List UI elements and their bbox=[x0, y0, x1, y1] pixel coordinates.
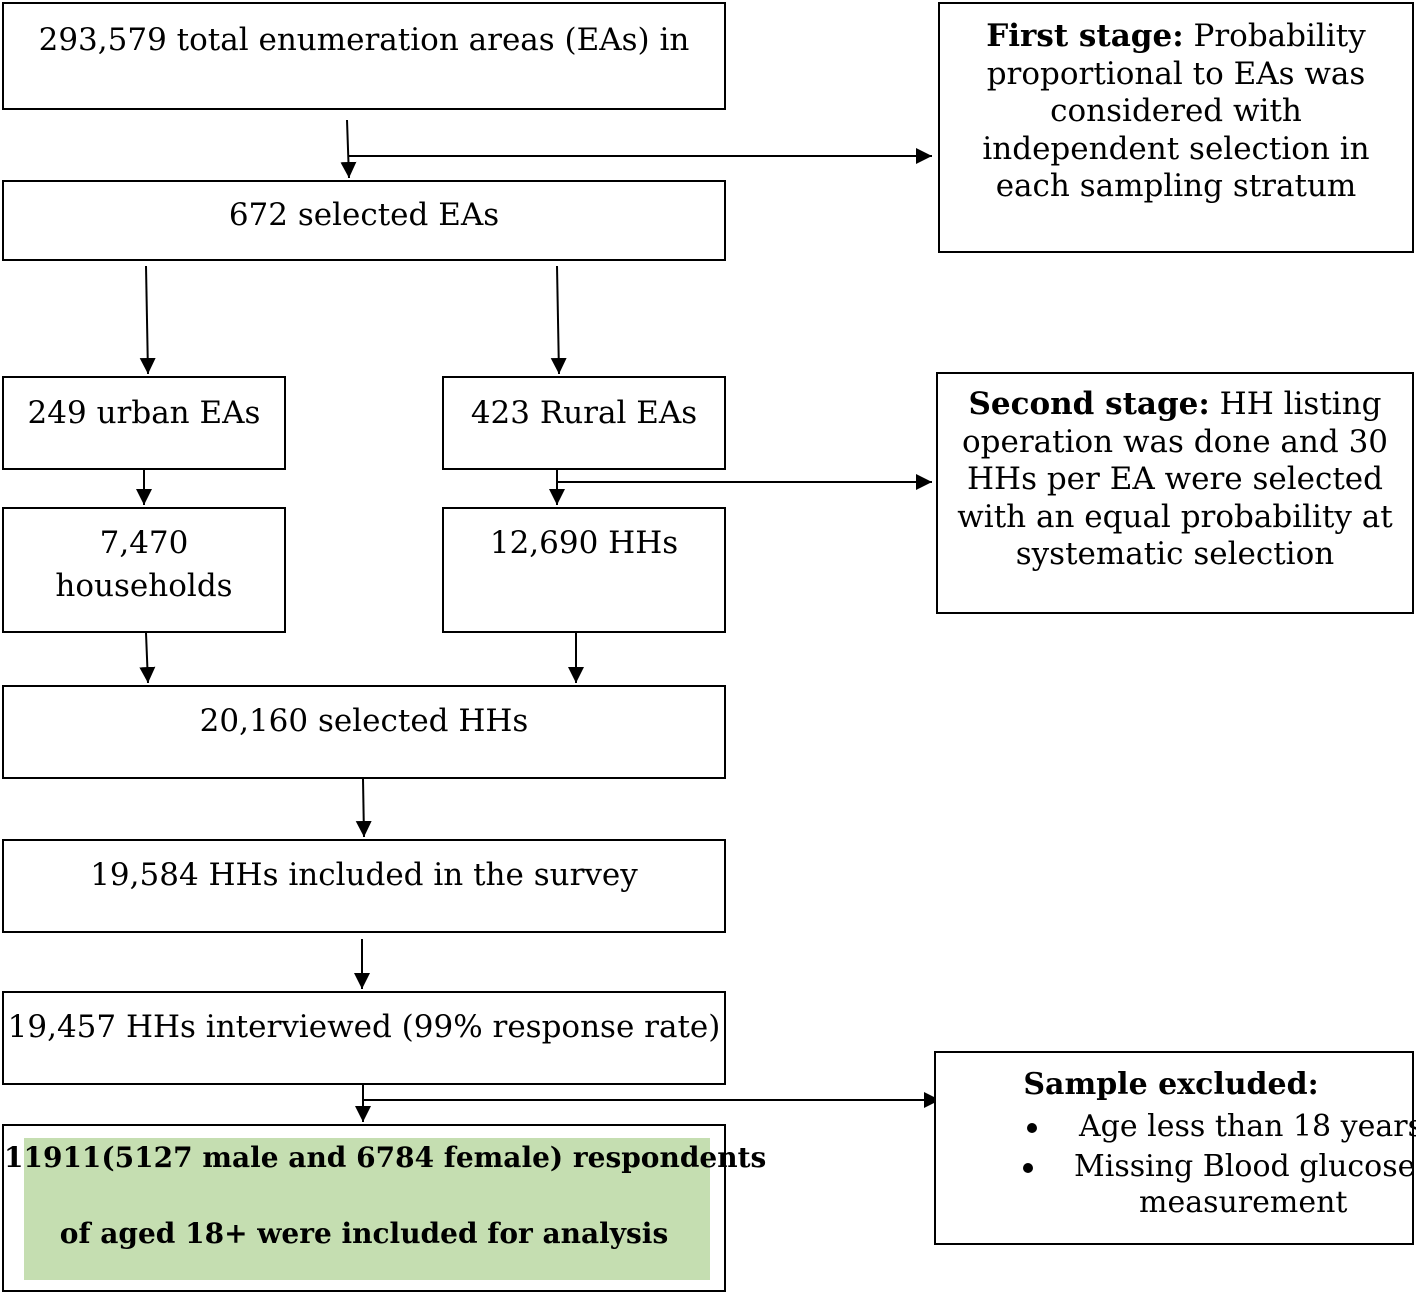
first-stage-line1: First stage: Probability bbox=[940, 18, 1412, 56]
rural-eas-box: 423 Rural EAs bbox=[442, 376, 726, 470]
second-stage-box: Second stage: HH listing operation was d… bbox=[936, 372, 1414, 614]
excluded-item-glucose-cont: measurement bbox=[1139, 1185, 1348, 1220]
bullet-icon bbox=[1027, 1123, 1037, 1133]
rural-hhs-box: 12,690 HHs bbox=[442, 507, 726, 633]
final-sample-line1: 11911(5127 male and 6784 female) respond… bbox=[4, 1141, 767, 1174]
first-stage-line4: independent selection in bbox=[982, 131, 1370, 167]
sample-excluded-box: Sample excluded: Age less than 18 years … bbox=[934, 1051, 1416, 1245]
second-stage-line1: Second stage: HH listing bbox=[938, 386, 1412, 424]
excluded-item-age: Age less than 18 years bbox=[1079, 1109, 1416, 1144]
total-eas-box: 293,579 total enumeration areas (EAs) in bbox=[2, 2, 726, 110]
sample-excluded-title: Sample excluded: bbox=[1023, 1067, 1319, 1102]
selected-eas-box: 672 selected EAs bbox=[2, 180, 726, 261]
urban-households-count: 7,470 bbox=[99, 525, 189, 561]
first-stage-line3: considered with bbox=[1050, 93, 1302, 129]
second-stage-line3: HHs per EA were selected bbox=[967, 461, 1383, 497]
interviewed-hhs-box: 19,457 HHs interviewed (99% response rat… bbox=[2, 991, 726, 1085]
bullet-icon bbox=[1023, 1163, 1033, 1173]
second-stage-line5: systematic selection bbox=[1015, 536, 1335, 572]
second-stage-line4: with an equal probability at bbox=[957, 499, 1393, 535]
first-stage-label: First stage: bbox=[986, 18, 1184, 54]
arrow-total-to-selected bbox=[340, 119, 357, 179]
second-stage-label: Second stage: bbox=[968, 386, 1210, 422]
second-stage-line1-text: HH listing bbox=[1209, 386, 1382, 422]
first-stage-line5: each sampling stratum bbox=[995, 168, 1357, 204]
rural-eas-text: 423 Rural EAs bbox=[470, 395, 698, 431]
urban-households-box: 7,470 households bbox=[2, 507, 286, 633]
selected-hhs-text: 20,160 selected HHs bbox=[199, 703, 529, 739]
arrow-households-to-selected-hhs bbox=[139, 632, 156, 684]
urban-households-label: households bbox=[55, 568, 233, 604]
second-stage-line2: operation was done and 30 bbox=[961, 424, 1389, 460]
rural-hhs-text: 12,690 HHs bbox=[489, 525, 679, 561]
urban-eas-box: 249 urban EAs bbox=[2, 376, 286, 470]
first-stage-line1-text: Probability bbox=[1183, 18, 1366, 54]
total-eas-text: 293,579 total enumeration areas (EAs) in bbox=[38, 22, 690, 58]
first-stage-line2: proportional to EAs was bbox=[986, 56, 1366, 92]
included-hhs-text: 19,584 HHs included in the survey bbox=[90, 857, 638, 893]
first-stage-box: First stage: Probability proportional to… bbox=[938, 2, 1414, 253]
final-sample-box: 11911(5127 male and 6784 female) respond… bbox=[2, 1124, 767, 1292]
urban-eas-text: 249 urban EAs bbox=[27, 395, 261, 431]
selected-eas-text: 672 selected EAs bbox=[228, 197, 500, 233]
arrow-selected-to-urban bbox=[139, 265, 156, 375]
included-hhs-box: 19,584 HHs included in the survey bbox=[2, 839, 726, 933]
final-sample-line2: of aged 18+ were included for analysis bbox=[59, 1217, 669, 1250]
arrow-selected-hhs-to-included bbox=[355, 778, 372, 838]
interviewed-hhs-text: 19,457 HHs interviewed (99% response rat… bbox=[7, 1009, 721, 1045]
selected-hhs-box: 20,160 selected HHs bbox=[2, 685, 726, 779]
arrow-selected-to-rural bbox=[550, 265, 567, 375]
excluded-item-glucose: Missing Blood glucose bbox=[1074, 1149, 1416, 1184]
final-sample-highlight bbox=[24, 1138, 710, 1280]
